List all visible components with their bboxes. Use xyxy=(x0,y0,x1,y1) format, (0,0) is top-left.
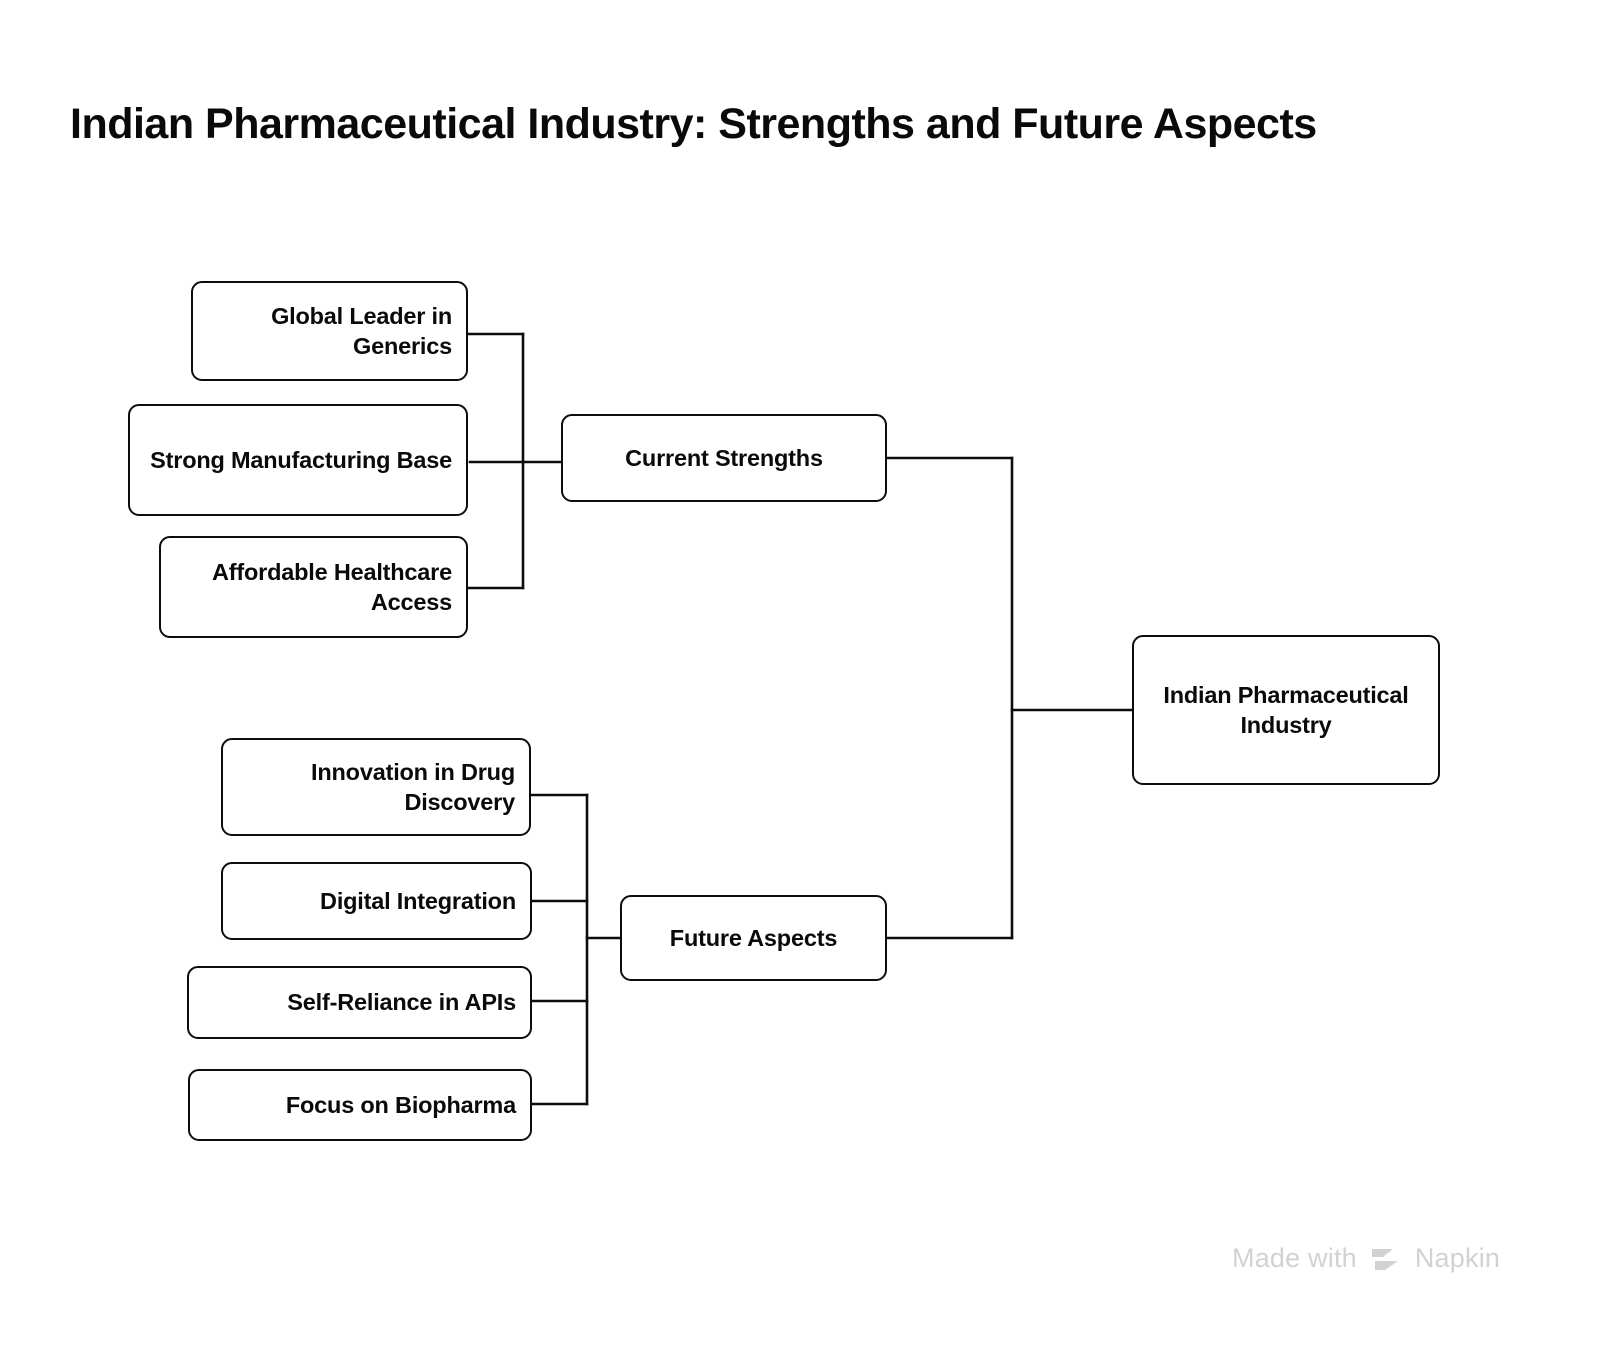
node-innovation-in-drug-discovery[interactable]: Innovation in Drug Discovery xyxy=(221,738,531,836)
node-label: Strong Manufacturing Base xyxy=(150,446,452,473)
watermark-brand: Napkin xyxy=(1414,1243,1501,1273)
node-label: Digital Integration xyxy=(320,887,516,914)
node-label: Indian Pharmaceutical Industry xyxy=(1163,681,1409,738)
node-future-aspects[interactable]: Future Aspects xyxy=(620,895,887,981)
node-global-leader-in-generics[interactable]: Global Leader in Generics xyxy=(191,281,468,381)
node-label: Self-Reliance in APIs xyxy=(287,989,516,1016)
node-focus-on-biopharma[interactable]: Focus on Biopharma xyxy=(188,1069,532,1141)
watermark-prefix: Made with xyxy=(1232,1243,1357,1273)
node-label: Focus on Biopharma xyxy=(285,1091,516,1118)
node-indian-pharmaceutical-industry[interactable]: Indian Pharmaceutical Industry xyxy=(1132,635,1440,785)
node-label: Global Leader in Generics xyxy=(271,302,452,359)
node-label: Current Strengths xyxy=(625,444,823,471)
node-label: Future Aspects xyxy=(669,924,838,951)
watermark: Made with Napkin xyxy=(1232,1243,1500,1274)
node-affordable-healthcare-access[interactable]: Affordable Healthcare Access xyxy=(159,536,468,638)
node-digital-integration[interactable]: Digital Integration xyxy=(221,862,532,940)
node-label: Affordable Healthcare Access xyxy=(211,558,452,615)
page-title: Indian Pharmaceutical Industry: Strength… xyxy=(70,100,1317,148)
node-current-strengths[interactable]: Current Strengths xyxy=(561,414,887,502)
napkin-logo-icon xyxy=(1371,1246,1401,1272)
node-strong-manufacturing-base[interactable]: Strong Manufacturing Base xyxy=(128,404,468,516)
node-self-reliance-in-apis[interactable]: Self-Reliance in APIs xyxy=(187,966,532,1039)
node-label: Innovation in Drug Discovery xyxy=(311,758,515,815)
